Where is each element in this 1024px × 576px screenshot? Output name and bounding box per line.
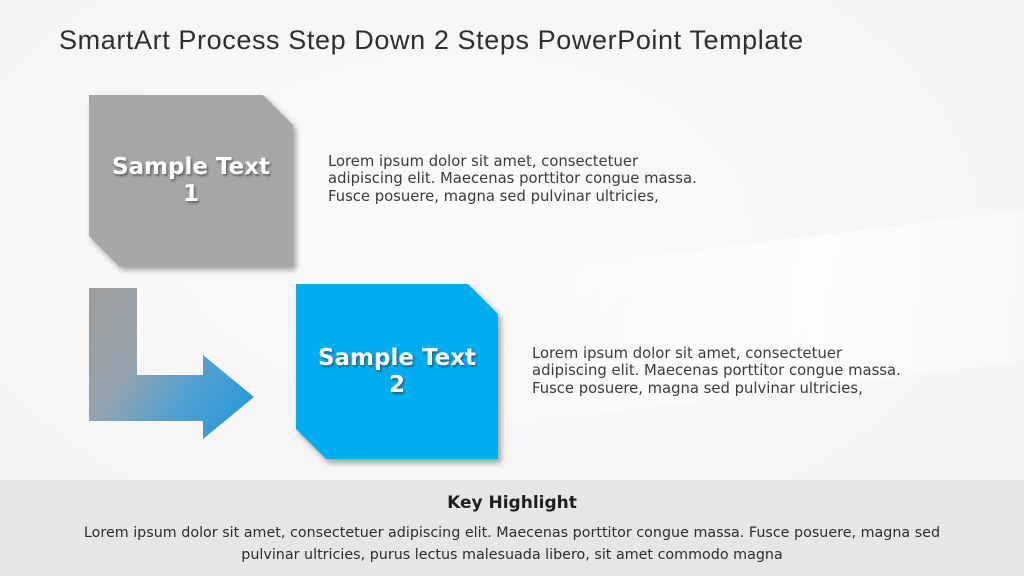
step-2-shape: Sample Text 2 bbox=[296, 284, 498, 459]
step-2-number: 2 bbox=[388, 371, 405, 398]
step-down-arrow-icon bbox=[89, 288, 254, 439]
slide-title: SmartArt Process Step Down 2 Steps Power… bbox=[59, 25, 804, 55]
step-1-label: Sample Text 1 bbox=[112, 154, 270, 208]
step-1-shape: Sample Text 1 bbox=[89, 95, 293, 266]
key-highlight-body: Lorem ipsum dolor sit amet, consectetuer… bbox=[83, 525, 941, 563]
step-2-label-text: Sample Text bbox=[317, 344, 477, 371]
step-2-shape-body: Sample Text 2 bbox=[296, 284, 498, 459]
step-2-label: Sample Text 2 bbox=[318, 345, 476, 399]
key-highlight-section: Key Highlight Lorem ipsum dolor sit amet… bbox=[0, 480, 1024, 576]
step-1-description: Lorem ipsum dolor sit amet, consectetuer… bbox=[328, 153, 697, 205]
step-2-description: Lorem ipsum dolor sit amet, consectetuer… bbox=[532, 345, 901, 397]
step-1-number: 1 bbox=[182, 180, 199, 207]
key-highlight-heading: Key Highlight bbox=[447, 493, 577, 513]
step-1-label-text: Sample Text bbox=[111, 153, 271, 180]
step-1-shape-body: Sample Text 1 bbox=[89, 95, 293, 266]
